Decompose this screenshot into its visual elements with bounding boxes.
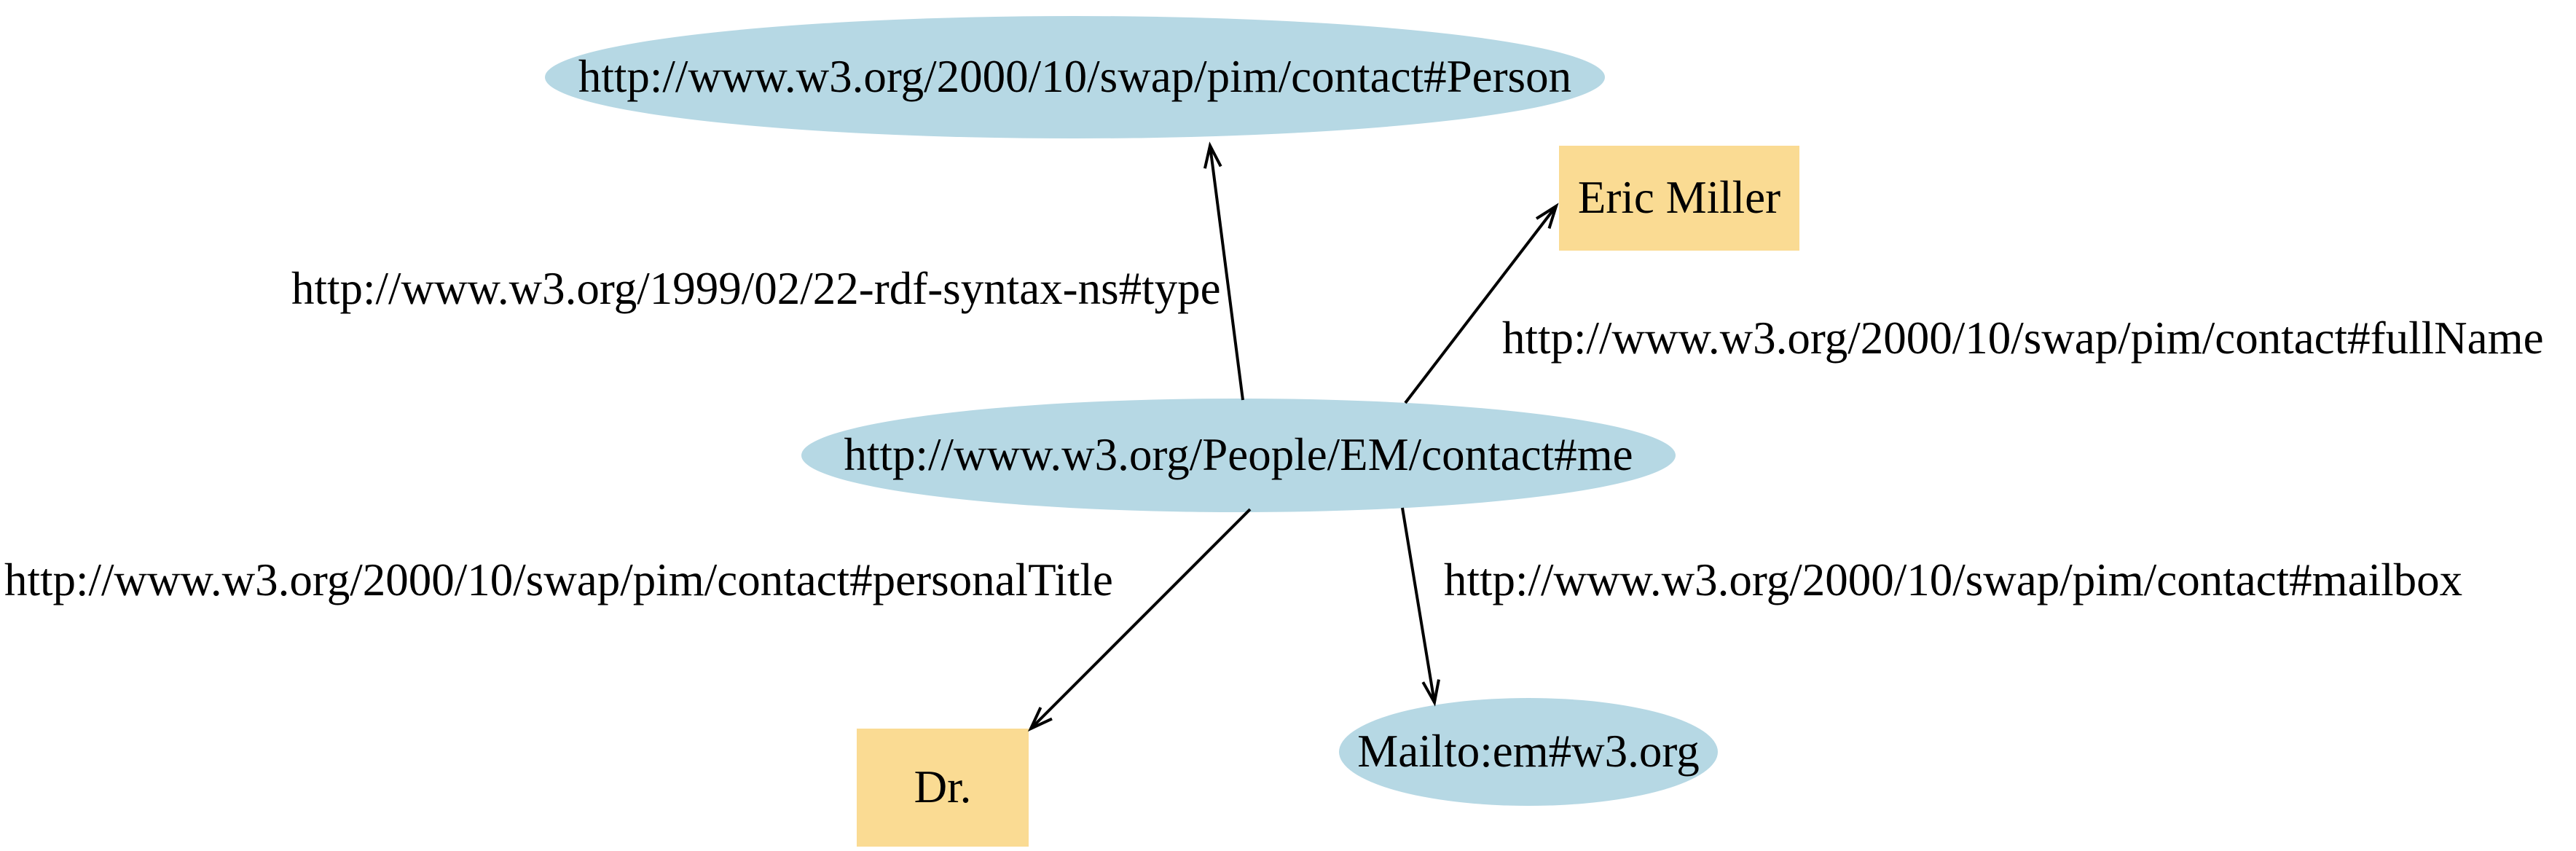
node-eric-miller-literal: Eric Miller xyxy=(1559,146,1799,251)
edge-label-mailbox: http://www.w3.org/2000/10/swap/pim/conta… xyxy=(1444,554,2463,605)
node-mailto-resource: Mailto:em#w3.org xyxy=(1339,698,1718,806)
node-dr-literal: Dr. xyxy=(857,729,1029,847)
edge-label-rdf-type: http://www.w3.org/1999/02/22-rdf-syntax-… xyxy=(291,263,1221,314)
node-contact-me-resource: http://www.w3.org/People/EM/contact#me xyxy=(801,399,1676,512)
edge-personaltitle-arrow xyxy=(1027,508,1252,732)
edge-label-fullname: http://www.w3.org/2000/10/swap/pim/conta… xyxy=(1502,313,2544,364)
edge-fullname-arrow xyxy=(1404,203,1559,404)
edge-label-personal-title: http://www.w3.org/2000/10/swap/pim/conta… xyxy=(4,554,1113,605)
edge-mailbox-arrow xyxy=(1401,507,1440,707)
node-person-resource: http://www.w3.org/2000/10/swap/pim/conta… xyxy=(545,16,1605,138)
